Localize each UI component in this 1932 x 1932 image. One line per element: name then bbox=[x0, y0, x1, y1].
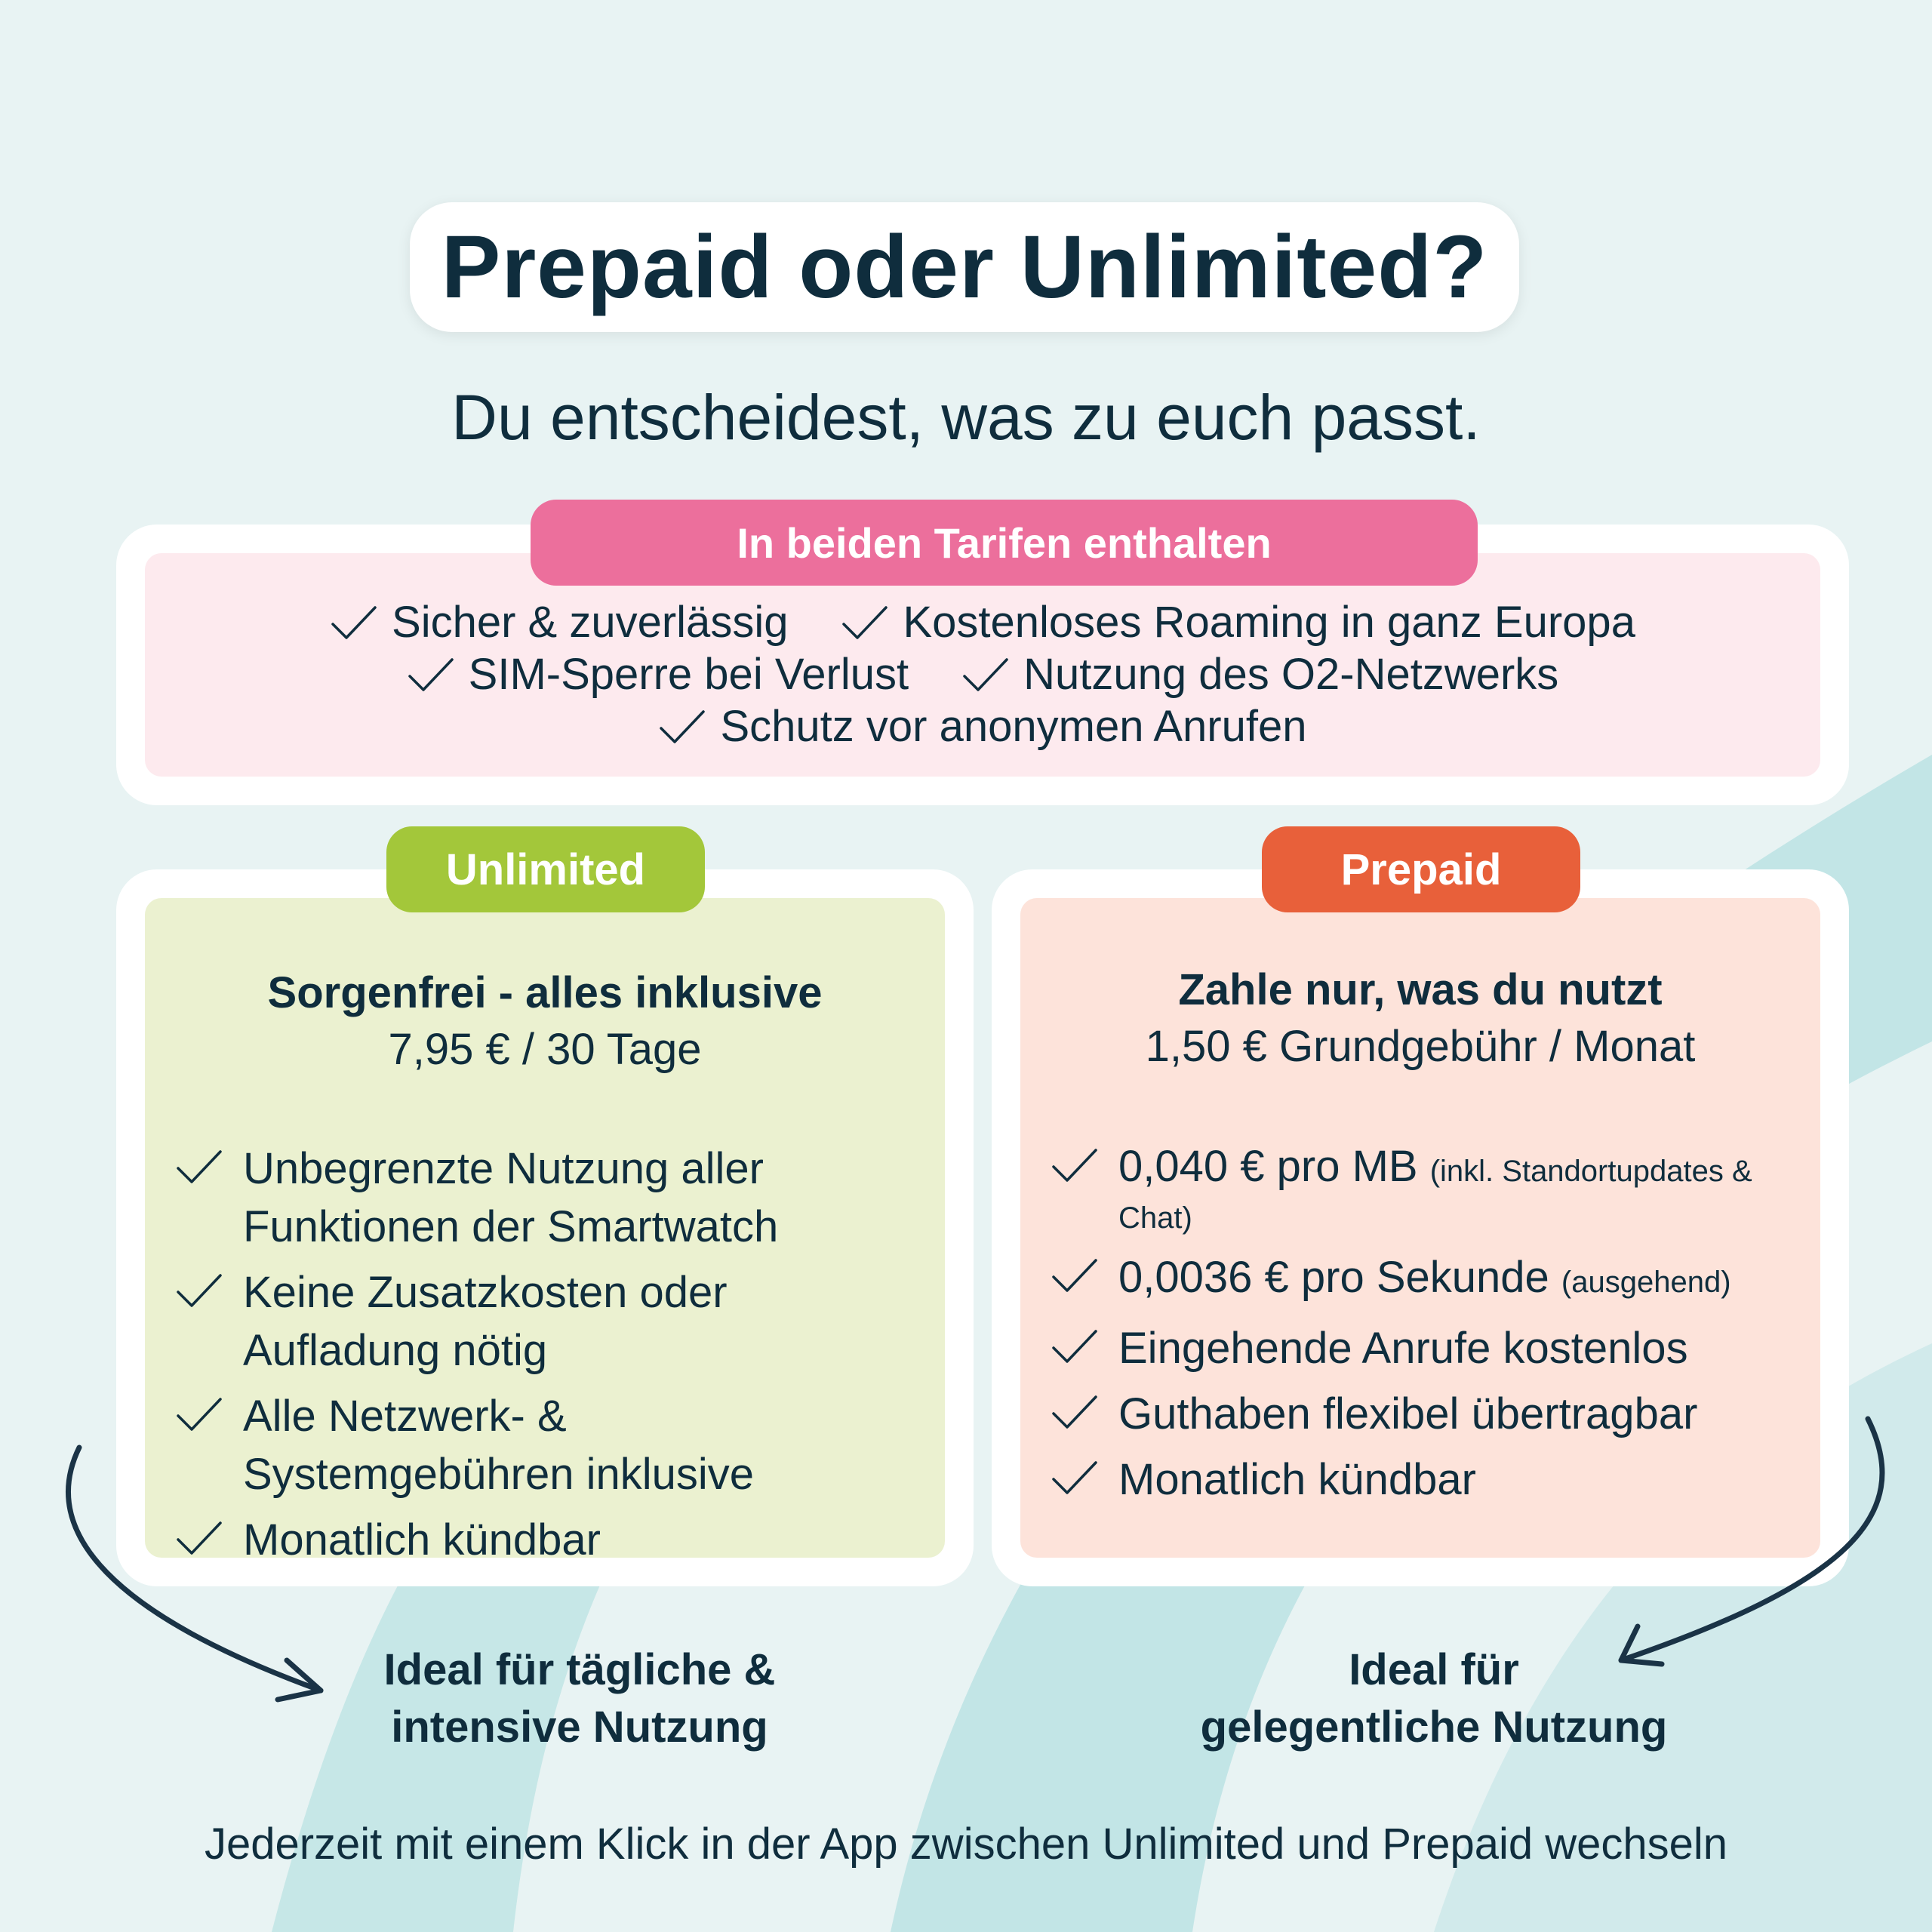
list-item: 0,040 € pro MB (inkl. Standortupdates & … bbox=[1051, 1138, 1798, 1239]
check-icon bbox=[842, 605, 888, 639]
unlimited-panel-inner: Sorgenfrei - alles inklusive 7,95 € / 30… bbox=[145, 898, 945, 1564]
title-pill: Prepaid oder Unlimited? bbox=[410, 202, 1519, 332]
check-icon bbox=[1052, 1149, 1097, 1182]
prepaid-price: 1,50 € Grundgebühr / Monat bbox=[1145, 1022, 1696, 1071]
prepaid-badge: Prepaid bbox=[1262, 826, 1580, 912]
common-badge: In beiden Tarifen enthalten bbox=[531, 500, 1478, 586]
common-feature: Kostenloses Roaming in ganz Europa bbox=[841, 597, 1635, 648]
unlimited-price: 7,95 € / 30 Tage bbox=[388, 1025, 702, 1074]
common-feature: Nutzung des O2-Netzwerks bbox=[961, 649, 1558, 700]
list-item: Guthaben flexibel übertragbar bbox=[1051, 1385, 1798, 1443]
common-feature: Schutz vor anonymen Anrufen bbox=[658, 701, 1307, 752]
unlimited-badge: Unlimited bbox=[386, 826, 705, 912]
check-icon bbox=[177, 1398, 222, 1431]
prepaid-header: Zahle nur, was du nutzt 1,50 € Grundgebü… bbox=[1020, 964, 1820, 1072]
check-icon bbox=[177, 1521, 222, 1555]
check-icon bbox=[1052, 1330, 1097, 1363]
prepaid-headline: Zahle nur, was du nutzt bbox=[1178, 965, 1663, 1014]
common-feature: SIM-Sperre bei Verlust bbox=[407, 649, 909, 700]
unlimited-headline: Sorgenfrei - alles inklusive bbox=[267, 968, 823, 1017]
check-icon bbox=[331, 605, 377, 639]
list-item: Monatlich kündbar bbox=[175, 1511, 922, 1569]
footer-note: Jederzeit mit einem Klick in der App zwi… bbox=[204, 1820, 1728, 1869]
curved-arrow-icon bbox=[66, 1444, 324, 1703]
prepaid-panel-inner: Zahle nur, was du nutzt 1,50 € Grundgebü… bbox=[1020, 898, 1820, 1558]
unlimited-ideal-label: Ideal für tägliche & intensive Nutzung bbox=[383, 1645, 776, 1752]
list-item: Keine Zusatzkosten oder Aufladung nötig bbox=[175, 1263, 922, 1380]
common-feature: Sicher & zuverlässig bbox=[330, 597, 788, 648]
common-panel-inner: Sicher & zuverlässig Kostenloses Roaming… bbox=[145, 553, 1820, 777]
check-icon bbox=[660, 709, 706, 743]
check-icon bbox=[177, 1150, 222, 1183]
check-icon bbox=[1052, 1461, 1097, 1494]
unlimited-feature-list: Unbegrenzte Nutzung aller Funktionen der… bbox=[175, 1140, 922, 1577]
prepaid-ideal-label: Ideal für gelegentliche Nutzung bbox=[1200, 1645, 1668, 1752]
unlimited-header: Sorgenfrei - alles inklusive 7,95 € / 30… bbox=[145, 968, 945, 1075]
page-subtitle: Du entscheidest, was zu euch passt. bbox=[451, 382, 1481, 453]
check-icon bbox=[177, 1274, 222, 1307]
curved-arrow-icon bbox=[1618, 1416, 1885, 1667]
page-title: Prepaid oder Unlimited? bbox=[441, 217, 1488, 317]
check-icon bbox=[1052, 1395, 1097, 1429]
check-icon bbox=[963, 657, 1008, 691]
list-item: Unbegrenzte Nutzung aller Funktionen der… bbox=[175, 1140, 922, 1256]
prepaid-feature-list: 0,040 € pro MB (inkl. Standortupdates & … bbox=[1051, 1138, 1798, 1516]
list-item: Monatlich kündbar bbox=[1051, 1451, 1798, 1509]
check-icon bbox=[408, 657, 454, 691]
list-item: Alle Netzwerk- & Systemgebühren inklusiv… bbox=[175, 1387, 922, 1503]
list-item: Eingehende Anrufe kostenlos bbox=[1051, 1319, 1798, 1377]
list-item: 0,0036 € pro Sekunde (ausgehend) bbox=[1051, 1248, 1798, 1312]
check-icon bbox=[1052, 1259, 1097, 1292]
